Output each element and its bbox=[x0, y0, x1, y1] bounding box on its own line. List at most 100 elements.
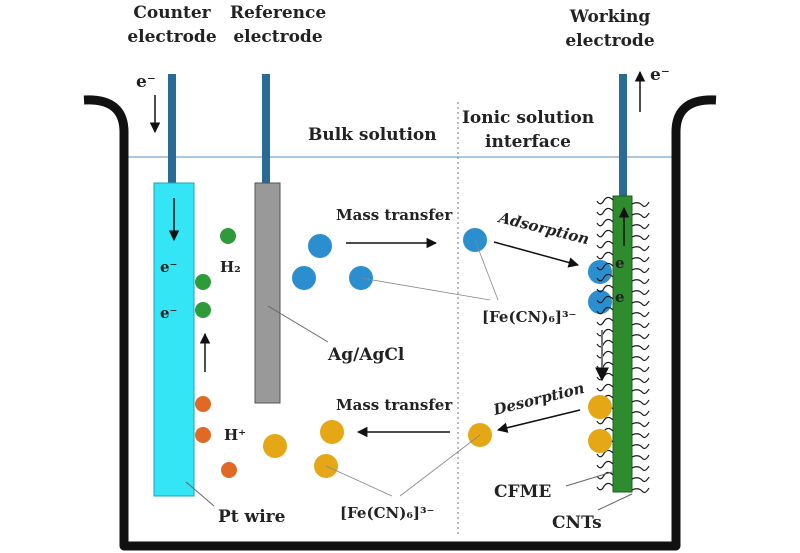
cnt-strand bbox=[631, 388, 650, 395]
counter-electron-2: e⁻ bbox=[160, 304, 177, 322]
cnt-strand bbox=[631, 432, 650, 439]
working-electron-2: e bbox=[615, 288, 625, 306]
cnt-strand bbox=[631, 366, 650, 373]
cnt-strand bbox=[631, 212, 650, 219]
cnt-strand bbox=[596, 383, 614, 392]
cnt-strand bbox=[596, 449, 614, 458]
reference-electrode-label-line2: electrode bbox=[233, 27, 322, 47]
cnt-strand bbox=[596, 284, 614, 293]
working-electron-1: e bbox=[615, 254, 625, 272]
cnt-strand bbox=[596, 262, 614, 271]
working-electrode-label-line2: electrode bbox=[565, 31, 654, 51]
ferricyanide-ion bbox=[308, 234, 332, 258]
cnt-strand bbox=[631, 476, 650, 483]
cnt-strand bbox=[631, 322, 650, 329]
counter-electrode-label-line2: electrode bbox=[127, 27, 216, 47]
cnt-strand bbox=[631, 399, 650, 406]
cnt-strand bbox=[631, 223, 650, 230]
cnt-strand bbox=[631, 410, 650, 417]
ag-agcl-leader bbox=[267, 305, 329, 343]
working-electrode-cfme bbox=[612, 195, 633, 493]
cnt-strand bbox=[631, 278, 650, 285]
cnt-strand bbox=[631, 465, 650, 472]
ferricyanide-ion bbox=[292, 266, 316, 290]
cnt-strand bbox=[631, 355, 650, 362]
cnt-strand bbox=[596, 218, 614, 227]
counter-electrode-label-line1: Counter bbox=[133, 3, 211, 23]
pt-wire-label: Pt wire bbox=[218, 507, 286, 527]
ferrocyanide-ion bbox=[320, 420, 344, 444]
desorption-arrow bbox=[496, 409, 581, 433]
proton bbox=[221, 462, 237, 478]
cnt-strand bbox=[631, 234, 650, 241]
desorption-label: Desorption bbox=[491, 379, 587, 419]
cnt-strand bbox=[596, 273, 614, 282]
cnt-strand bbox=[631, 344, 650, 351]
cnt-strand bbox=[596, 339, 614, 348]
ionic-interface-label-line2: interface bbox=[485, 132, 571, 152]
h2-label: H₂ bbox=[220, 258, 241, 276]
cnt-strand bbox=[631, 267, 650, 274]
bulk-solution-label: Bulk solution bbox=[308, 125, 437, 145]
ferricyanide-label: [Fe(CN)₆]³⁻ bbox=[482, 308, 576, 326]
h2-bubble bbox=[195, 274, 211, 290]
cnt-strand bbox=[631, 256, 650, 263]
cnt-strand bbox=[596, 251, 614, 260]
cnt-strand bbox=[596, 416, 614, 425]
reference-electrode-body bbox=[254, 182, 281, 404]
cnt-strand bbox=[631, 487, 650, 494]
h2-bubble bbox=[195, 302, 211, 318]
cnt-strand bbox=[596, 240, 614, 249]
cnt-strand bbox=[631, 201, 650, 208]
cnt-strand bbox=[596, 350, 614, 359]
reference-electrode-label-line1: Reference bbox=[230, 3, 327, 23]
ionic-interface-label-line1: Ionic solution bbox=[462, 108, 594, 128]
ferricyanide-leader bbox=[474, 239, 499, 301]
cnt-strand bbox=[631, 289, 650, 296]
h2-bubble bbox=[220, 228, 236, 244]
cnt-strand bbox=[596, 229, 614, 238]
ferrocyanide-leader bbox=[325, 465, 393, 497]
ferrocyanide-leader bbox=[399, 434, 481, 497]
cnt-strand bbox=[631, 333, 650, 340]
ferrocyanide-label: [Fe(CN)₆]³⁻ bbox=[340, 504, 434, 522]
cnt-strand bbox=[631, 454, 650, 461]
cnt-strand bbox=[596, 317, 614, 326]
cnt-strand bbox=[596, 328, 614, 337]
cnt-strand bbox=[631, 421, 650, 428]
cnt-strand bbox=[631, 377, 650, 384]
cnt-strand bbox=[596, 306, 614, 315]
desorbing-ion bbox=[588, 429, 612, 453]
cnt-strand bbox=[596, 482, 614, 491]
cfme-label: CFME bbox=[494, 482, 551, 502]
cnt-strand bbox=[596, 361, 614, 370]
counter-electron-1: e⁻ bbox=[160, 258, 177, 276]
beaker bbox=[83, 95, 717, 551]
adsorption-label: Adsorption bbox=[495, 208, 591, 248]
cnts-leader bbox=[597, 493, 633, 511]
mass-transfer-top-label: Mass transfer bbox=[336, 206, 453, 224]
reference-electrode-wire bbox=[262, 74, 270, 186]
ferricyanide-leader bbox=[360, 277, 491, 301]
cnt-strand bbox=[596, 372, 614, 381]
mass-transfer-bottom-label: Mass transfer bbox=[336, 396, 453, 414]
working-electrode-wire bbox=[619, 74, 627, 198]
adsorbed-ion bbox=[588, 260, 612, 284]
proton-label: H⁺ bbox=[224, 426, 246, 444]
proton bbox=[195, 396, 211, 412]
working-electrode-label-line1: Working bbox=[569, 7, 651, 27]
adsorption-arrow bbox=[493, 241, 580, 268]
pt-wire-leader bbox=[185, 481, 215, 507]
cnt-strand bbox=[596, 460, 614, 469]
cnt-strand bbox=[596, 207, 614, 216]
adsorbed-ion bbox=[588, 290, 612, 314]
ag-agcl-label: Ag/AgCl bbox=[327, 345, 405, 365]
counter-electron-label: e⁻ bbox=[136, 72, 156, 92]
proton bbox=[195, 427, 211, 443]
ferrocyanide-ion bbox=[263, 434, 287, 458]
cnt-strand bbox=[631, 300, 650, 307]
counter-electrode-wire bbox=[168, 74, 176, 186]
desorbing-ion bbox=[588, 395, 612, 419]
cnt-strand bbox=[631, 443, 650, 450]
